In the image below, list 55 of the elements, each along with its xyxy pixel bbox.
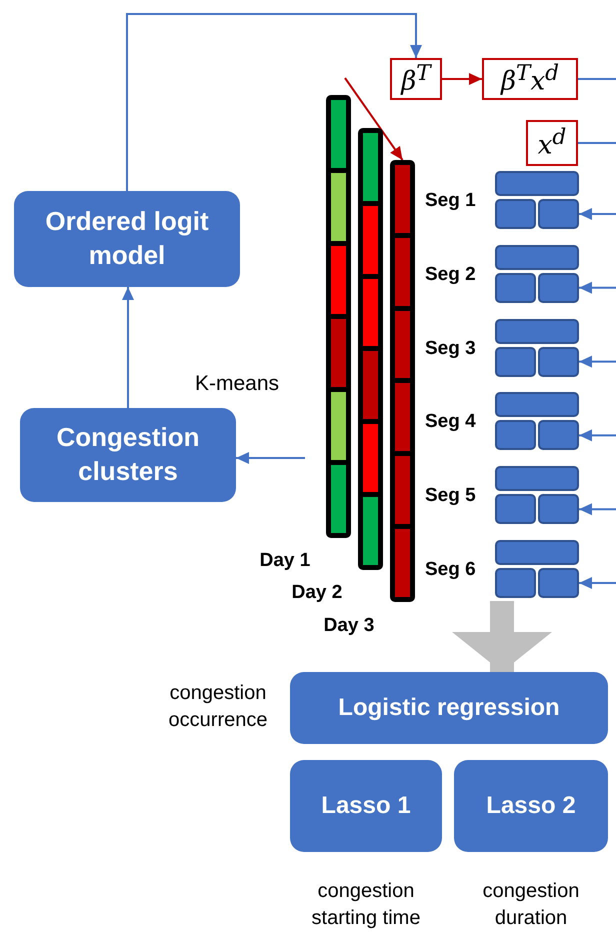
process-box: Lasso 1	[290, 760, 442, 852]
process-box: Logistic regression	[290, 672, 608, 744]
arrow	[442, 73, 482, 85]
congestion-bar-drawing	[326, 95, 351, 538]
segment-block	[495, 346, 536, 377]
segment-block	[538, 494, 579, 524]
segment-block	[538, 199, 579, 229]
segment-block	[538, 420, 579, 450]
segment-block	[495, 494, 536, 524]
segment-label: Seg 3	[425, 338, 476, 360]
segment-block	[495, 568, 536, 598]
arrow	[579, 208, 616, 220]
caption-text: Day 1	[258, 549, 312, 573]
segment-block	[495, 244, 579, 270]
caption-text: Day 2	[290, 581, 344, 605]
segment-block	[495, 171, 579, 196]
segment-block	[538, 568, 579, 598]
segment-block	[495, 466, 579, 492]
caption-text: congestion starting time	[310, 879, 422, 931]
block-arrow	[452, 601, 552, 672]
segment-label: Seg 5	[425, 485, 476, 508]
connector-line	[578, 142, 616, 144]
caption-text: Day 3	[322, 614, 376, 638]
arrow	[122, 287, 134, 408]
formula-box: β$^{T}$	[390, 58, 442, 100]
arrow	[579, 282, 616, 294]
segment-block	[495, 392, 579, 418]
segment-label: Seg 2	[425, 264, 476, 286]
process-box: Congestion clusters	[20, 408, 236, 502]
congestion-bar-drawing	[390, 160, 415, 602]
segment-block	[495, 540, 579, 565]
segment-block	[538, 272, 579, 303]
arrow	[236, 452, 305, 464]
formula-box: x$^{d}$	[526, 120, 578, 166]
segment-block	[538, 346, 579, 377]
segment-block	[495, 318, 579, 344]
caption-text: congestion duration	[482, 879, 580, 931]
arrow	[126, 13, 422, 191]
formula-box: β$^{T}$x$^{d}$	[482, 58, 578, 100]
segment-block	[495, 199, 536, 229]
segment-block	[495, 272, 536, 303]
process-box: Lasso 2	[454, 760, 608, 852]
arrow	[579, 577, 616, 589]
arrow	[344, 77, 404, 161]
process-box: Ordered logit model	[14, 191, 240, 287]
segment-label: Seg 1	[425, 190, 476, 212]
arrow	[579, 503, 616, 516]
segment-label: Seg 6	[425, 559, 476, 581]
arrow	[579, 429, 616, 442]
congestion-bar-drawing	[358, 128, 383, 570]
segment-label: Seg 4	[425, 411, 476, 434]
arrow	[579, 356, 616, 368]
segment-block	[495, 420, 536, 450]
connector-line	[578, 78, 616, 80]
caption-text: congestion occurrence	[168, 681, 268, 733]
